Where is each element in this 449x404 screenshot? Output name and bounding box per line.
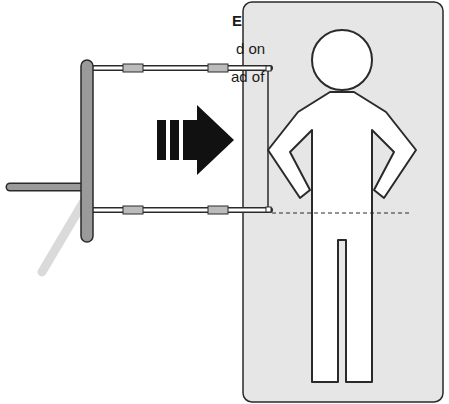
push-arrow (157, 105, 234, 175)
instruction-text: d on (236, 40, 265, 58)
instruction-text: E (232, 12, 242, 30)
person-figure (268, 30, 416, 382)
dashed-level-line (272, 213, 410, 214)
instruction-text: ad of (231, 68, 264, 86)
bed-rail (10, 60, 271, 242)
bed-mattress (243, 2, 443, 402)
